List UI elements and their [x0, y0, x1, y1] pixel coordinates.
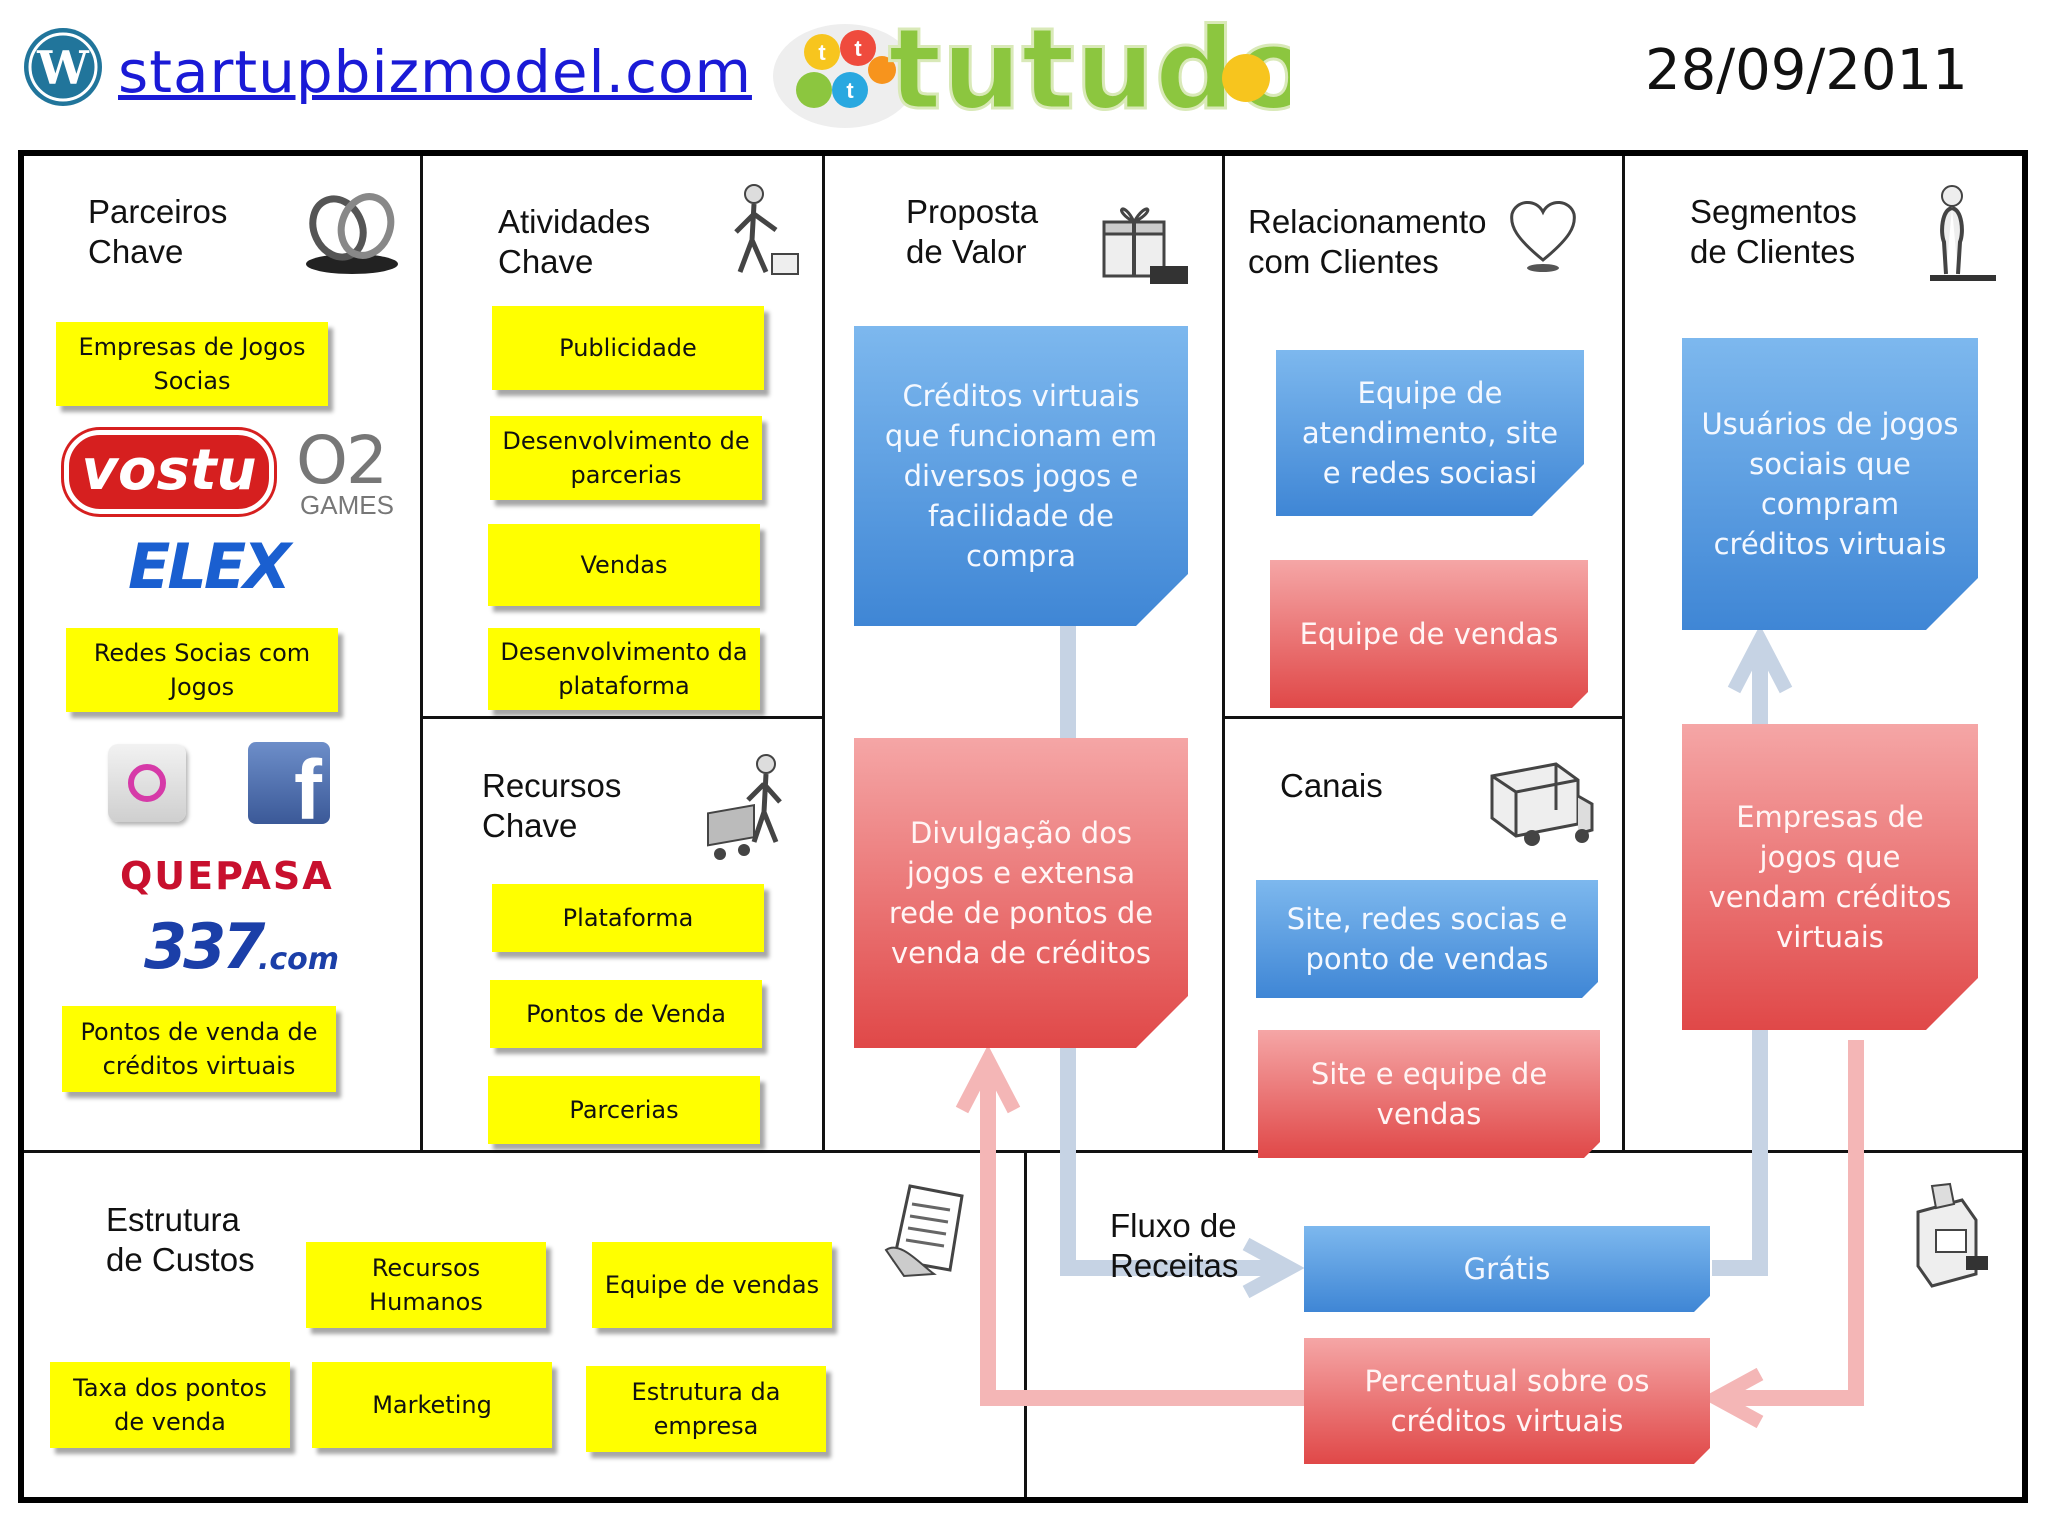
note-resources-3: Parcerias — [488, 1076, 760, 1144]
note-activities-2: Desenvolvimento de parcerias — [490, 416, 762, 500]
logo-337-com: .com — [258, 942, 340, 977]
divider — [24, 1150, 2022, 1153]
divider — [1222, 156, 1225, 1151]
svg-text:t: t — [818, 40, 826, 65]
divider — [1622, 156, 1625, 1151]
section-title-resources: Recursos Chave — [482, 767, 622, 844]
note-activities-1: Publicidade — [492, 306, 764, 390]
divider — [822, 156, 825, 1151]
gift-box-icon — [1102, 207, 1188, 284]
note-revenue-1: Grátis — [1304, 1226, 1710, 1312]
svg-text:tutudo: tutudo — [888, 6, 1290, 135]
divider — [420, 156, 423, 1151]
worker-icon — [734, 184, 799, 275]
note-resources-1: Plataforma — [492, 884, 764, 952]
arrow-segments-to-revenue — [1716, 1040, 1864, 1406]
logo-elex: ELEX — [128, 530, 291, 603]
section-title-channels: Canais — [1280, 767, 1383, 804]
rings-icon — [306, 193, 398, 274]
person-icon — [1930, 185, 1996, 281]
note-costs-2: Equipe de vendas — [592, 1242, 832, 1328]
canvas-frame — [18, 150, 2028, 1503]
logo-o2-games: GAMES — [300, 490, 394, 520]
wordpress-icon: W — [24, 28, 102, 106]
divider — [1222, 716, 1624, 719]
section-title-costs: Estrutura de Custos — [106, 1201, 255, 1278]
section-title-activities: Atividades Chave — [498, 203, 651, 280]
arrow-revenue-to-value — [980, 1060, 1306, 1406]
arrowhead — [955, 1044, 1021, 1114]
note-resources-2: Pontos de Venda — [490, 980, 762, 1048]
note-channels-1: Site, redes socias e ponto de vendas — [1256, 880, 1598, 998]
svg-text:t: t — [854, 36, 862, 61]
note-costs-5: Estrutura da empresa — [586, 1366, 826, 1452]
divider — [1024, 1150, 1027, 1497]
invoice-icon — [884, 1184, 964, 1278]
note-value-1: Créditos virtuais que funcionam em diver… — [854, 326, 1188, 626]
note-costs-4: Marketing — [312, 1362, 552, 1448]
divider — [420, 716, 822, 719]
cash-register-icon — [1916, 1182, 1988, 1288]
arrowhead — [1701, 1367, 1764, 1429]
section-title-relationship: Relacionamento com Clientes — [1248, 203, 1487, 280]
note-revenue-2: Percentual sobre os créditos virtuais — [1304, 1338, 1710, 1464]
section-title-revenue: Fluxo de Receitas — [1110, 1207, 1239, 1284]
note-costs-1: Recursos Humanos — [306, 1242, 546, 1328]
note-segments-2: Empresas de jogos que vendam créditos vi… — [1682, 724, 1978, 1030]
note-costs-3: Taxa dos pontos de venda — [50, 1362, 290, 1448]
note-segments-1: Usuários de jogos sociais que compram cr… — [1682, 338, 1978, 630]
note-value-2: Divulgação dos jogos e extensa rede de p… — [854, 738, 1188, 1048]
logo-vostu: vostu — [64, 430, 274, 514]
svg-text:W: W — [36, 41, 90, 95]
note-partners-2: Redes Socias com Jogos — [66, 628, 338, 712]
heart-icon — [1510, 201, 1576, 272]
canvas-date: 28/09/2011 — [1645, 38, 1968, 103]
svg-text:t: t — [846, 78, 854, 103]
facebook-icon: f — [248, 742, 330, 824]
note-activities-3: Vendas — [488, 524, 760, 606]
logo-o2: O2 — [296, 422, 388, 499]
section-title-partners: Parceiros Chave — [88, 193, 228, 270]
note-relationship-1: Equipe de atendimento, site e redes soci… — [1276, 350, 1584, 516]
forklift-worker-icon — [707, 754, 782, 860]
note-activities-4: Desenvolvimento da plataforma — [488, 628, 760, 710]
site-link[interactable]: startupbizmodel.com — [118, 38, 752, 106]
note-partners-1: Empresas de Jogos Socias — [56, 322, 328, 406]
section-title-value: Proposta de Valor — [906, 193, 1039, 270]
note-channels-2: Site e equipe de vendas — [1258, 1030, 1600, 1158]
note-relationship-2: Equipe de vendas — [1270, 560, 1588, 708]
arrowhead — [1727, 624, 1793, 694]
truck-icon — [1490, 762, 1594, 846]
tutudo-logo: t t t tutudo — [773, 6, 1290, 137]
note-partners-3: Pontos de venda de créditos virtuais — [62, 1006, 336, 1092]
logo-337: 337 — [144, 910, 265, 983]
logo-quepasa: QUEPASA — [120, 854, 334, 898]
section-title-segments: Segmentos de Clientes — [1690, 193, 1857, 270]
orkut-icon — [108, 744, 186, 822]
arrowhead — [1242, 1237, 1305, 1299]
